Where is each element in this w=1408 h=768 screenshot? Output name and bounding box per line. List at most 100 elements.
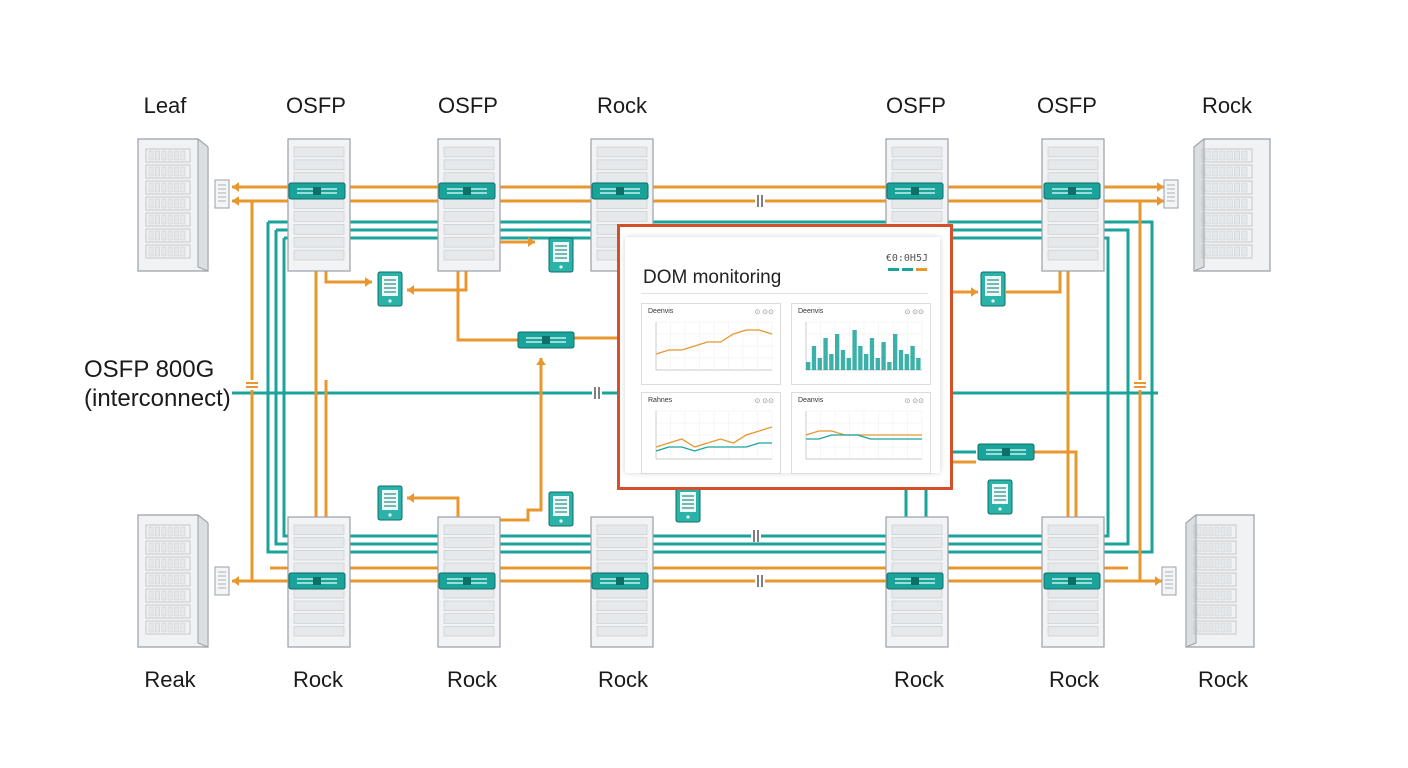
mini-chart-1-plot — [655, 321, 773, 371]
arrow-right-top-2 — [1157, 196, 1164, 206]
arrow-head — [365, 277, 372, 287]
switch-bottom-4 — [886, 572, 944, 590]
series-line-0 — [805, 430, 922, 436]
mini-bar — [910, 346, 915, 370]
orange-branch-right-2 — [1018, 450, 1078, 540]
top-label-osfp-1: OSFP — [286, 93, 346, 118]
rack-reak-bottom-left — [137, 513, 209, 648]
switch-bottom-3 — [591, 572, 649, 590]
series-line-0 — [655, 329, 773, 355]
tower-osfp-2 — [437, 138, 501, 272]
switch-bottom-2 — [438, 572, 496, 590]
mini-chart-4-title: Deanvis — [798, 397, 824, 404]
mini-bar — [829, 354, 834, 370]
rack-rock-top-right — [1193, 137, 1271, 272]
arrow-head — [407, 285, 414, 295]
legend-swatches — [888, 268, 927, 271]
switch-top-3 — [591, 182, 649, 200]
rack-rock-bottom-right — [1185, 513, 1255, 648]
arrow-head — [971, 287, 978, 297]
mini-bar — [864, 354, 869, 370]
mini-chart-4-menu: ⊙ ⊙⊙ — [904, 398, 924, 405]
mini-chart-2: Deenvis ⊙ ⊙⊙ — [791, 303, 931, 385]
switch-top-1 — [288, 182, 346, 200]
mini-bar — [811, 346, 817, 370]
legend-swatch-teal-1 — [888, 268, 899, 271]
switch-right — [977, 443, 1035, 461]
plug-top-left — [214, 179, 230, 209]
mini-bar — [846, 358, 851, 370]
plug-top-right — [1163, 179, 1179, 209]
plug-bottom-right — [1161, 566, 1177, 596]
bottom-label-rock-3: Rock — [597, 667, 649, 692]
arrow-left-top-2 — [232, 196, 239, 206]
switch-modules — [288, 182, 1101, 590]
top-label-leaf: Leaf — [143, 93, 187, 118]
top-label-osfp-2: OSFP — [438, 93, 498, 118]
mini-chart-3: Rahnes ⊙ ⊙⊙ — [641, 392, 781, 474]
mini-bar — [898, 350, 904, 370]
dashboard-badge: €0:0H5J — [885, 253, 928, 264]
arrow-left-bottom — [232, 576, 239, 586]
arrow-right-top-1 — [1157, 182, 1164, 192]
mini-chart-2-title: Deenvis — [798, 308, 824, 315]
device-2 — [548, 237, 574, 273]
mini-bar — [916, 358, 921, 370]
arrow-head — [528, 237, 535, 247]
mini-bar — [881, 342, 886, 370]
mini-bar — [887, 362, 892, 370]
arrow-head — [536, 358, 546, 365]
device-5 — [675, 487, 701, 523]
bottom-label-rock-5: Rock — [1048, 667, 1100, 692]
mini-chart-3-plot — [655, 410, 773, 460]
device-1 — [377, 271, 403, 307]
bottom-label-rock-6: Rock — [1197, 667, 1249, 692]
break-top — [755, 195, 765, 207]
mini-chart-1-menu: ⊙ ⊙⊙ — [754, 309, 774, 316]
series-line-0 — [655, 426, 773, 448]
arrow-left-top-1 — [232, 182, 239, 192]
legend-swatch-orange — [916, 268, 927, 271]
tower-osfp-1 — [287, 138, 351, 272]
mini-chart-1: Deenvis ⊙ ⊙⊙ — [641, 303, 781, 385]
teal-loop-outer — [266, 220, 1154, 554]
dom-monitoring-panel: DOM monitoring €0:0H5J Deenvis ⊙ ⊙⊙ Deen… — [617, 224, 953, 490]
top-label-rock-2: Rock — [1201, 93, 1253, 118]
mini-bar — [835, 334, 840, 370]
bottom-label-rock-4: Rock — [893, 667, 945, 692]
tower-osfp-4 — [1041, 138, 1105, 272]
top-label-osfp-4: OSFP — [1037, 93, 1097, 118]
mini-bar — [858, 346, 863, 370]
mini-bar — [823, 338, 828, 370]
mini-chart-2-menu: ⊙ ⊙⊙ — [904, 309, 924, 316]
bottom-label-reak: Reak — [144, 667, 196, 692]
mini-bar — [806, 362, 811, 370]
switch-bottom-1 — [288, 572, 346, 590]
break-teal-bottom — [751, 530, 761, 542]
arrow-head — [407, 493, 414, 503]
interconnect-label-line2: (interconnect) — [84, 384, 231, 412]
mini-chart-3-title: Rahnes — [648, 397, 673, 404]
top-label-osfp-3: OSFP — [886, 93, 946, 118]
arrow-right-bottom — [1155, 576, 1162, 586]
interconnect-label: OSFP 800G (interconnect) — [84, 356, 231, 414]
mini-bar — [869, 338, 875, 370]
mini-bar — [852, 330, 857, 370]
rack-leaf-top-left — [137, 137, 209, 272]
bottom-label-rock-2: Rock — [446, 667, 498, 692]
mini-chart-3-menu: ⊙ ⊙⊙ — [754, 398, 774, 405]
plug-bottom-left — [214, 566, 230, 596]
device-3 — [377, 485, 403, 521]
device-6 — [980, 271, 1006, 307]
dashboard-card: DOM monitoring €0:0H5J Deenvis ⊙ ⊙⊙ Deen… — [625, 237, 940, 474]
mini-bar — [893, 334, 898, 370]
device-7 — [987, 479, 1013, 515]
switch-middle — [517, 331, 575, 349]
series-line-1 — [806, 434, 922, 440]
bottom-label-rock-1: Rock — [292, 667, 344, 692]
break-left-vertical — [246, 380, 258, 390]
orange-branch-5 — [464, 358, 543, 540]
mini-chart-2-plot — [805, 321, 923, 371]
mini-bar — [904, 354, 909, 370]
interconnect-label-line1: OSFP 800G — [84, 356, 215, 383]
